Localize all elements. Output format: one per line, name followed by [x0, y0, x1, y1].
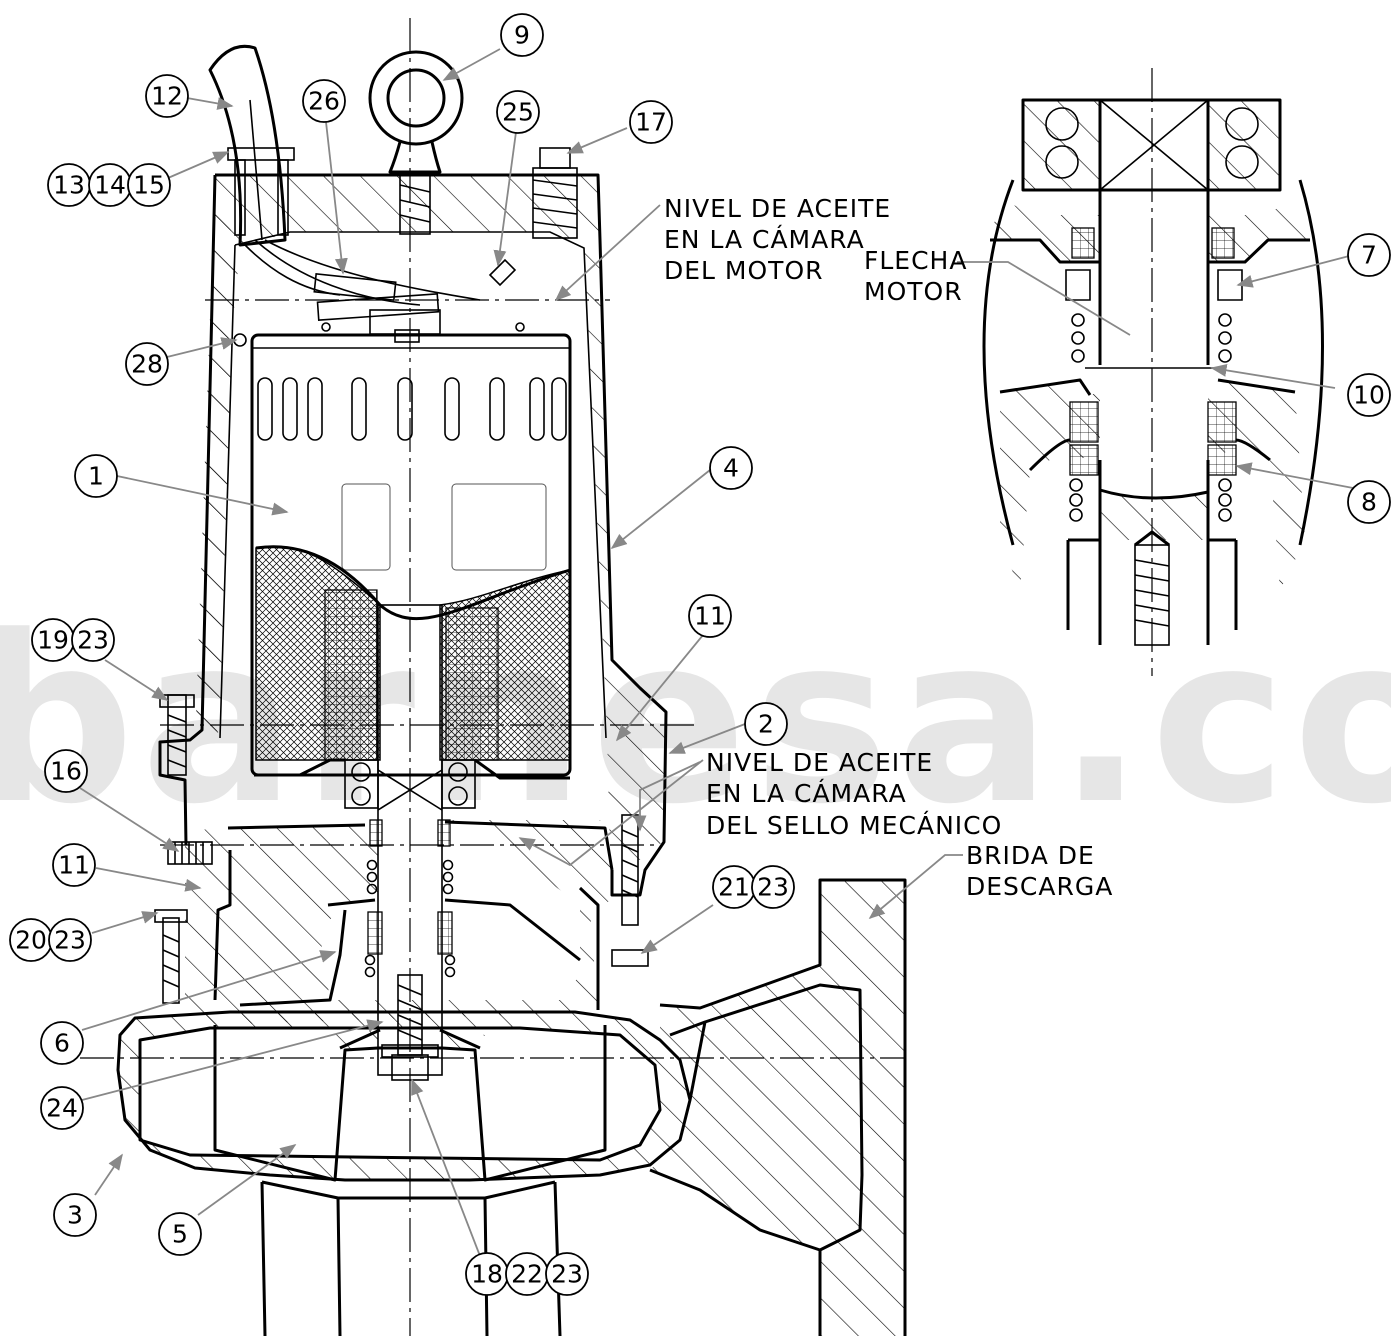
callout-25: 25 — [496, 90, 540, 134]
svg-text:28: 28 — [131, 350, 163, 379]
svg-text:8: 8 — [1361, 488, 1377, 517]
svg-text:23: 23 — [757, 873, 789, 902]
svg-text:16: 16 — [50, 757, 82, 786]
callout-bubbles: 1 2 3 4 5 6 7 8 9 10 11 11 12 13 14 15 1… — [9, 13, 1391, 1296]
svg-text:15: 15 — [133, 171, 165, 200]
label-oil-level-motor-chamber: NIVEL DE ACEITE EN LA CÁMARA DEL MOTOR — [664, 194, 891, 285]
lower-motor-bearing — [344, 759, 476, 809]
svg-text:10: 10 — [1353, 381, 1385, 410]
callout-24: 24 — [40, 1086, 84, 1130]
callout-6: 6 — [40, 1021, 84, 1065]
svg-text:26: 26 — [308, 87, 340, 116]
callout-19: 19 — [31, 618, 75, 662]
leader-lines — [79, 48, 1354, 1257]
svg-text:21: 21 — [718, 873, 750, 902]
svg-text:23: 23 — [551, 1260, 583, 1289]
callout-23-a: 23 — [71, 618, 115, 662]
callout-22: 22 — [505, 1252, 549, 1296]
svg-text:19: 19 — [37, 626, 69, 655]
callout-23-c: 23 — [751, 865, 795, 909]
callout-5: 5 — [158, 1212, 202, 1256]
svg-text:5: 5 — [172, 1220, 188, 1249]
svg-text:9: 9 — [514, 21, 530, 50]
svg-text:13: 13 — [53, 171, 85, 200]
svg-text:12: 12 — [151, 82, 183, 111]
callout-1: 1 — [74, 454, 118, 498]
svg-text:EN LA CÁMARA: EN LA CÁMARA — [664, 225, 865, 254]
svg-text:23: 23 — [54, 926, 86, 955]
callout-11-lower: 11 — [52, 843, 96, 887]
callout-23-d: 23 — [545, 1252, 589, 1296]
callout-2: 2 — [744, 702, 788, 746]
mechanical-seals — [364, 819, 456, 978]
svg-text:DEL MOTOR: DEL MOTOR — [664, 256, 824, 285]
svg-text:6: 6 — [54, 1029, 70, 1058]
callout-14: 14 — [88, 163, 132, 207]
callout-12: 12 — [145, 74, 189, 118]
svg-text:18: 18 — [471, 1260, 503, 1289]
svg-text:17: 17 — [635, 108, 667, 137]
label-oil-level-seal-chamber: NIVEL DE ACEITE EN LA CÁMARA DEL SELLO M… — [706, 748, 1002, 840]
svg-text:23: 23 — [77, 626, 109, 655]
svg-text:11: 11 — [694, 602, 726, 631]
callout-18: 18 — [465, 1252, 509, 1296]
svg-text:NIVEL DE ACEITE: NIVEL DE ACEITE — [706, 748, 933, 777]
svg-text:20: 20 — [15, 926, 47, 955]
svg-text:1: 1 — [88, 462, 104, 491]
callout-8: 8 — [1347, 480, 1391, 524]
svg-text:11: 11 — [58, 851, 90, 880]
svg-text:4: 4 — [723, 454, 739, 483]
power-cable — [208, 44, 481, 306]
svg-text:DESCARGA: DESCARGA — [966, 872, 1113, 901]
svg-text:24: 24 — [46, 1094, 78, 1123]
callout-20: 20 — [9, 918, 53, 962]
svg-text:FLECHA: FLECHA — [864, 246, 967, 275]
seal-detail-view — [982, 68, 1324, 676]
eyebolt — [368, 50, 464, 235]
label-motor-shaft: FLECHA MOTOR — [864, 246, 967, 306]
callout-10: 10 — [1347, 373, 1391, 417]
label-discharge-flange: BRIDA DE DESCARGA — [966, 841, 1113, 901]
svg-text:22: 22 — [511, 1260, 543, 1289]
callout-9: 9 — [500, 13, 544, 57]
callout-13: 13 — [47, 163, 91, 207]
watermark-text: barnesa.com — [0, 588, 1391, 855]
callout-17: 17 — [629, 100, 673, 144]
callout-26: 26 — [302, 79, 346, 123]
callout-11-upper: 11 — [688, 594, 732, 638]
callout-28: 28 — [125, 342, 169, 386]
text-labels: NIVEL DE ACEITE EN LA CÁMARA DEL MOTOR F… — [664, 194, 1113, 901]
callout-16: 16 — [44, 749, 88, 793]
motor-vent-slots — [257, 377, 567, 441]
svg-text:NIVEL DE ACEITE: NIVEL DE ACEITE — [664, 194, 891, 223]
svg-text:BRIDA DE: BRIDA DE — [966, 841, 1095, 870]
svg-text:14: 14 — [94, 171, 126, 200]
svg-text:MOTOR: MOTOR — [864, 277, 963, 306]
callout-4: 4 — [709, 446, 753, 490]
pump-body — [80, 18, 907, 1337]
callout-23-b: 23 — [48, 918, 92, 962]
callout-15: 15 — [127, 163, 171, 207]
callout-21: 21 — [712, 865, 756, 909]
svg-text:3: 3 — [67, 1201, 83, 1230]
svg-text:DEL SELLO MECÁNICO: DEL SELLO MECÁNICO — [706, 811, 1002, 840]
svg-text:7: 7 — [1361, 241, 1377, 270]
callout-3: 3 — [53, 1193, 97, 1237]
svg-text:EN LA CÁMARA: EN LA CÁMARA — [706, 779, 907, 808]
terminal-block — [233, 258, 525, 347]
svg-text:2: 2 — [758, 710, 774, 739]
callout-7: 7 — [1347, 233, 1391, 277]
svg-text:25: 25 — [502, 98, 534, 127]
